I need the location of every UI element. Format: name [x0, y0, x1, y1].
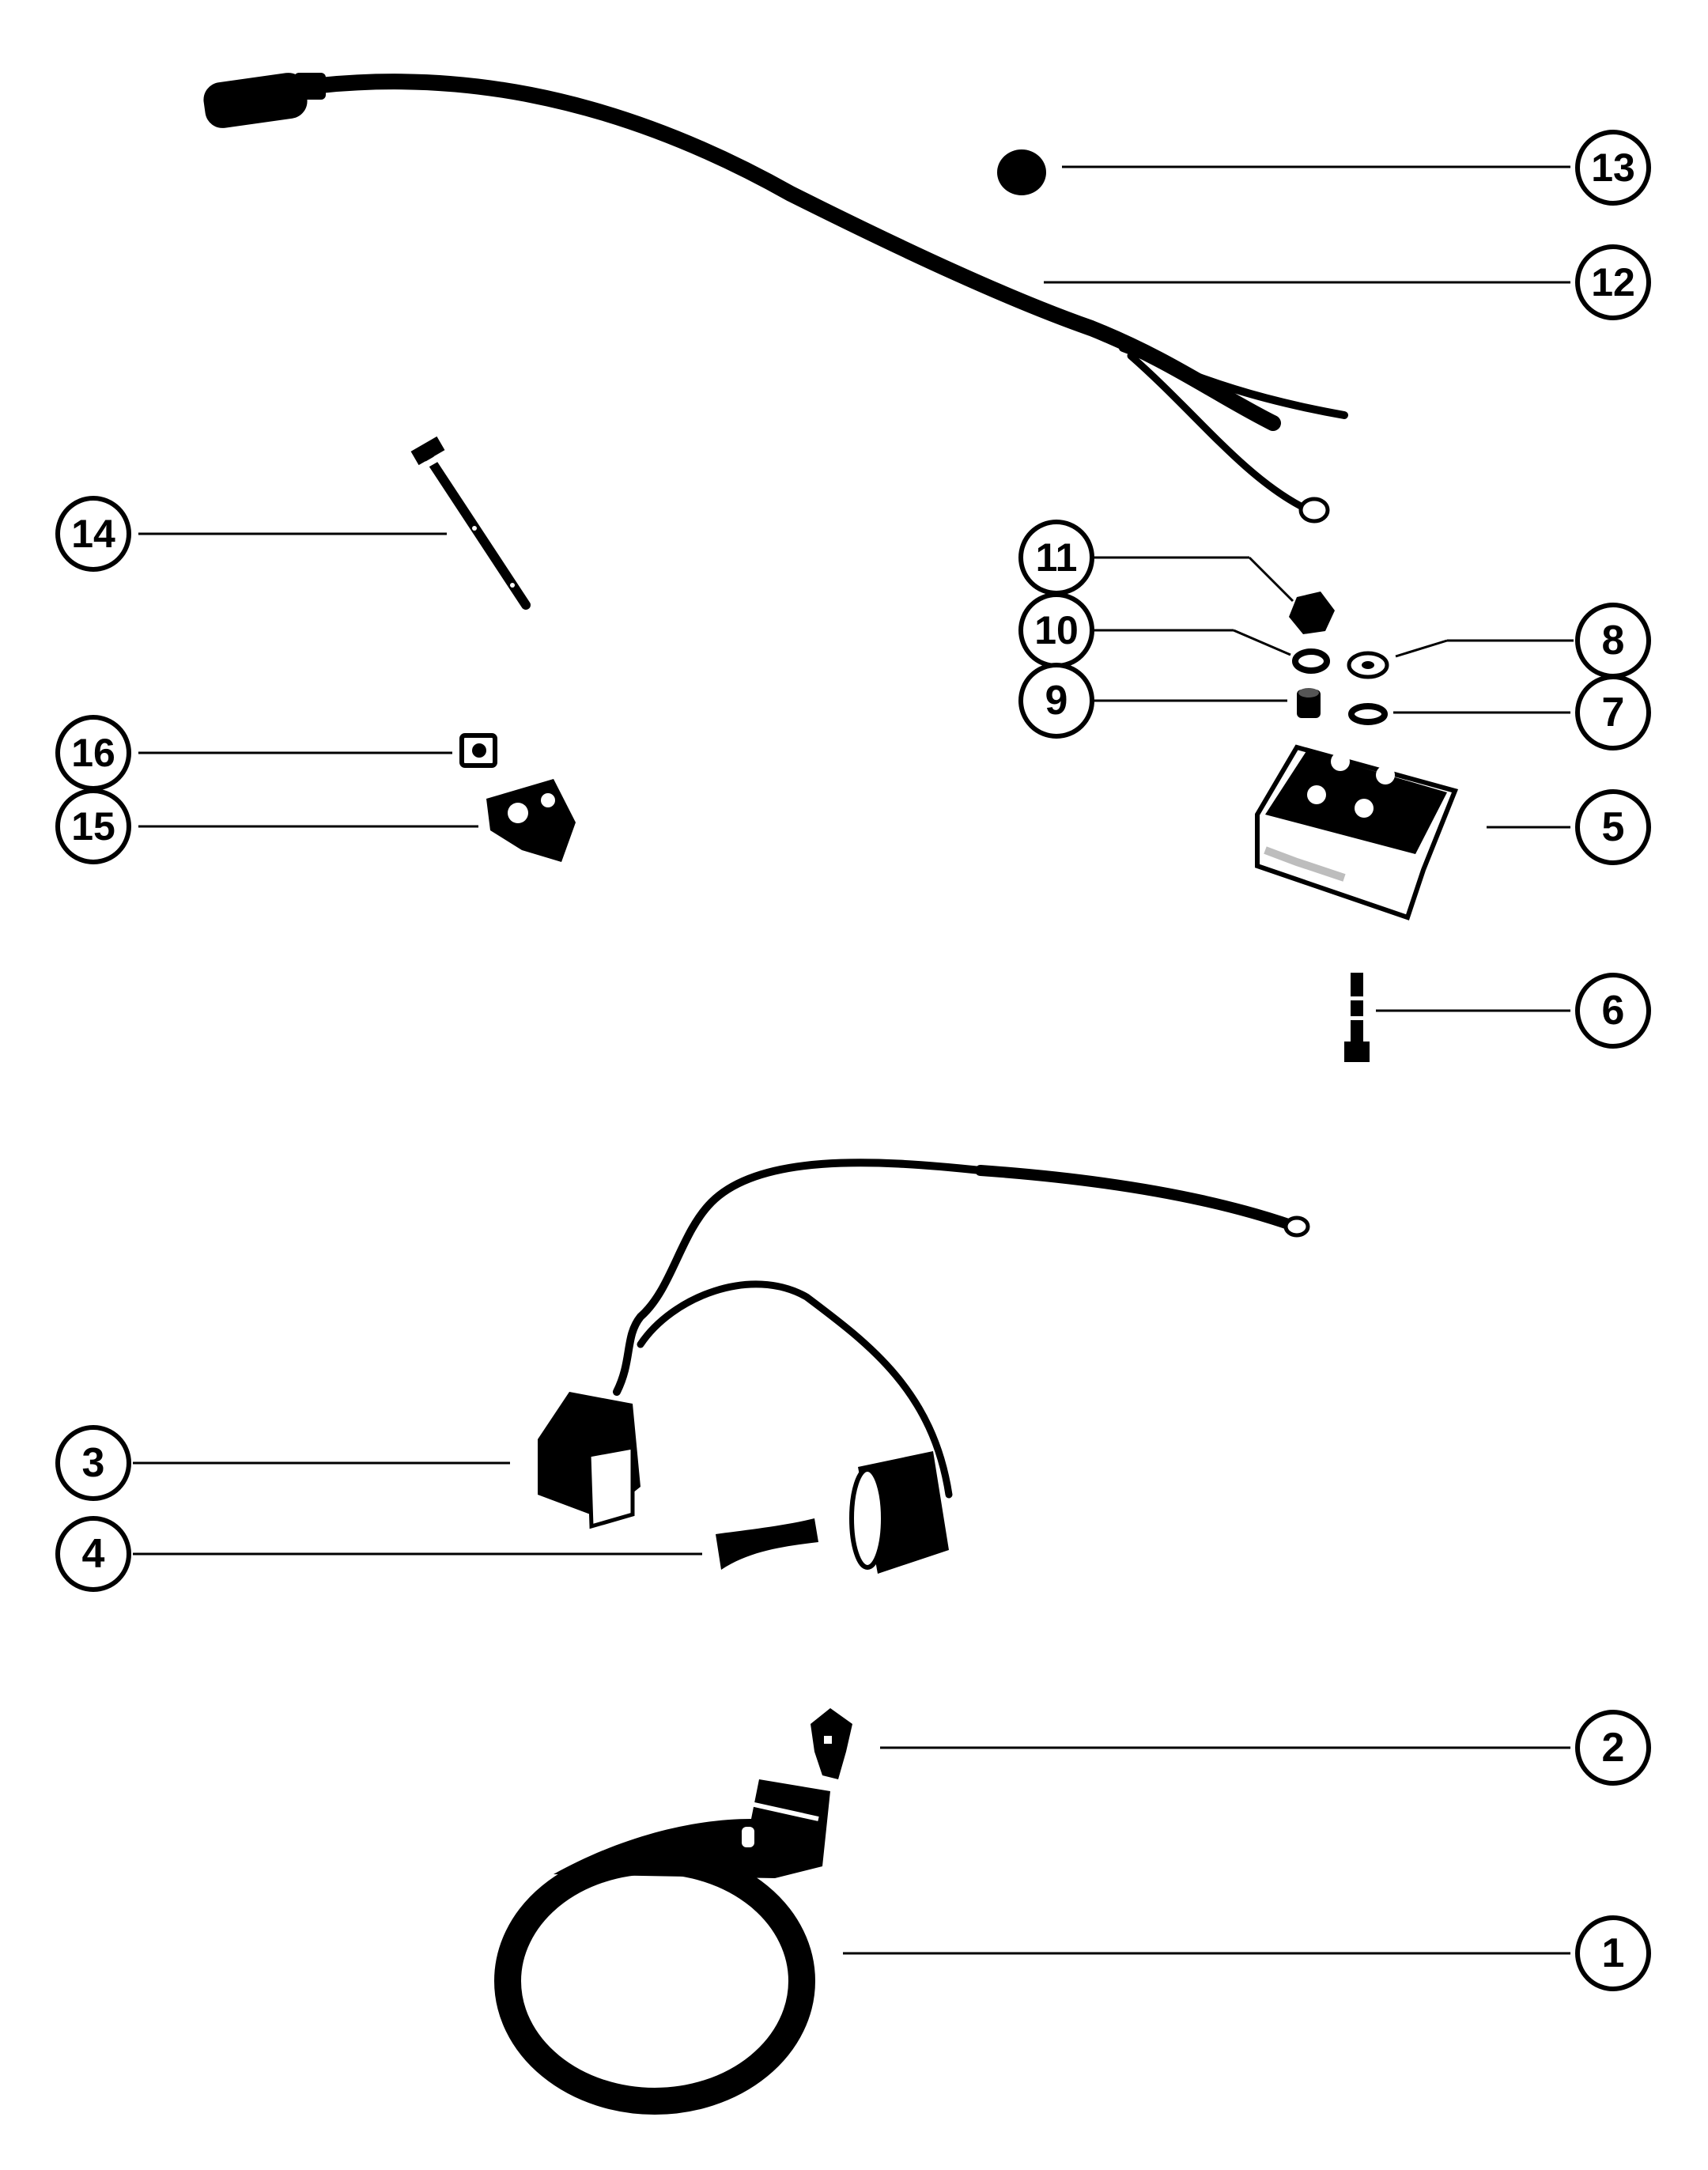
callout-4: 4: [55, 1516, 131, 1592]
callout-14: 14: [55, 496, 131, 572]
callout-7-label: 7: [1602, 690, 1625, 735]
callout-12: 12: [1575, 244, 1651, 320]
callout-4-label: 4: [82, 1531, 105, 1577]
callout-10: 10: [1018, 592, 1094, 668]
callout-13: 13: [1575, 130, 1651, 206]
leader-11b: [1248, 556, 1294, 603]
part-screw: [1344, 973, 1370, 1062]
callout-15-label: 15: [71, 804, 115, 849]
part-clip: [811, 1708, 852, 1779]
callout-2: 2: [1575, 1710, 1651, 1786]
part-nut: [1289, 592, 1335, 634]
callout-8: 8: [1575, 603, 1651, 679]
callout-7: 7: [1575, 675, 1651, 750]
callout-9-label: 9: [1045, 678, 1068, 724]
callout-2-label: 2: [1602, 1725, 1625, 1771]
part-terminal-block: [1255, 744, 1459, 921]
callout-10-label: 10: [1034, 608, 1079, 652]
callout-11-label: 11: [1036, 535, 1078, 580]
callout-16-label: 16: [71, 731, 115, 775]
callout-11: 11: [1018, 520, 1094, 595]
part-spacer: [1297, 688, 1321, 718]
part-grommet: [997, 149, 1046, 195]
leader-lines: [133, 165, 1574, 1955]
callout-8-label: 8: [1602, 618, 1625, 663]
callout-5-label: 5: [1602, 804, 1625, 850]
callout-3: 3: [55, 1425, 131, 1501]
callout-3-label: 3: [82, 1440, 105, 1486]
part-lock-washer: [1292, 648, 1330, 674]
callout-12-label: 12: [1591, 260, 1635, 304]
callout-13-label: 13: [1591, 146, 1635, 190]
callout-6-label: 6: [1602, 988, 1625, 1034]
part-flat-washer: [1347, 651, 1389, 679]
callout-5: 5: [1575, 789, 1651, 865]
part-wiring-harness: [203, 73, 1348, 524]
callout-16: 16: [55, 715, 131, 791]
callout-6: 6: [1575, 973, 1651, 1049]
callout-9: 9: [1018, 663, 1094, 739]
part-long-screw: [410, 436, 531, 610]
callout-15: 15: [55, 788, 131, 864]
part-trigger-ring: [494, 1779, 830, 2115]
callout-1-label: 1: [1602, 1930, 1625, 1976]
part-o-ring: [1348, 703, 1388, 725]
part-bracket: [486, 779, 576, 862]
leader-8b: [1395, 639, 1448, 658]
part-coil-assembly: [538, 1159, 1310, 1574]
callout-14-label: 14: [71, 512, 115, 556]
part-clip-nut: [459, 733, 497, 768]
leader-10b: [1233, 629, 1291, 656]
callout-1: 1: [1575, 1915, 1651, 1991]
part-pin: [716, 1518, 818, 1570]
